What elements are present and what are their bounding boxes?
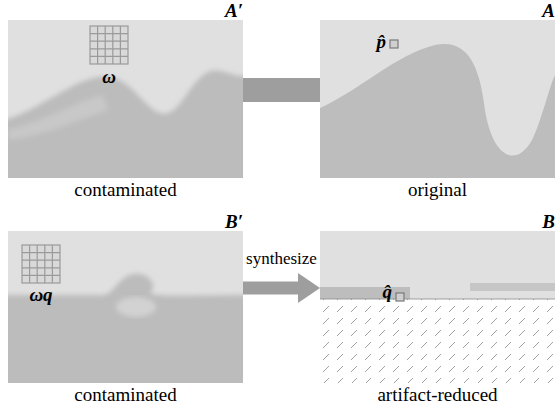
image-panel: B′ contaminated ωq xyxy=(8,212,243,407)
synthesize-arrow xyxy=(243,273,320,303)
panel-letter: B xyxy=(542,212,555,231)
panel-caption: contaminated xyxy=(8,179,243,201)
panel-letter: A′ xyxy=(225,1,243,20)
pixel-symbol: q̂ xyxy=(383,281,393,303)
image-panel: A′ contaminated ω xyxy=(8,1,243,202)
correspondence-bar xyxy=(243,90,320,91)
image-panel: Bartifact-reduced q̂ xyxy=(320,212,555,407)
image-panel: Aoriginal p̂ xyxy=(320,1,555,202)
contaminated-image-a xyxy=(8,20,243,178)
artifact-reduced-image-b xyxy=(320,231,555,383)
pixel-symbol: p̂ xyxy=(377,31,387,53)
panel-caption: artifact-reduced xyxy=(320,384,555,406)
panel-caption: contaminated xyxy=(8,384,243,406)
panel-caption: original xyxy=(320,179,555,201)
edge-label: synthesize xyxy=(245,249,318,269)
original-image-a xyxy=(320,20,555,178)
panel-letter: B′ xyxy=(225,212,243,231)
window-symbol: ω xyxy=(102,66,116,88)
window-symbol: ωq xyxy=(29,284,52,306)
panel-letter: A xyxy=(542,1,555,20)
contaminated-image-b xyxy=(8,231,243,383)
